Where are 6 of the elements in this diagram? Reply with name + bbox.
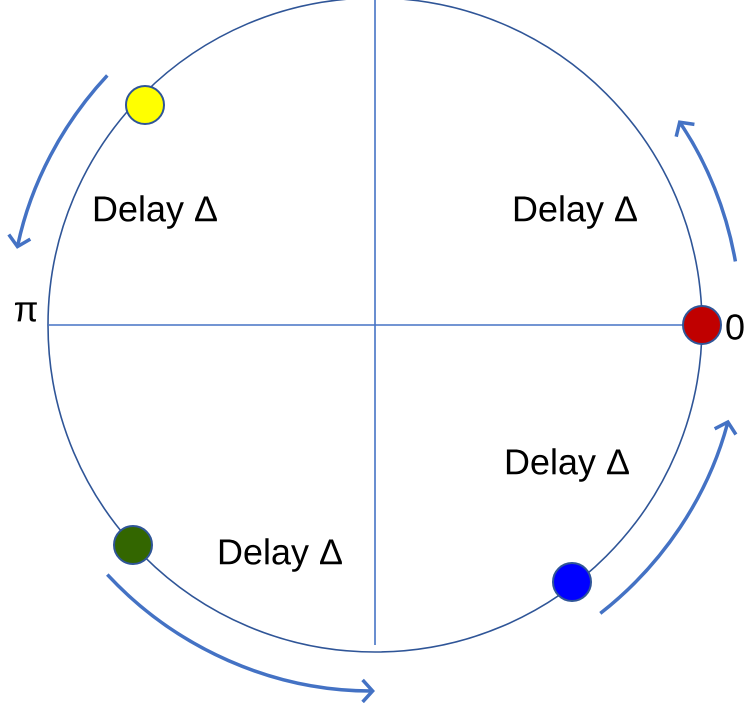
phase-dot <box>682 305 722 345</box>
phase-dot <box>125 85 165 125</box>
phase-label: π <box>14 302 37 322</box>
phase-dot <box>552 562 592 602</box>
phase-dot <box>113 525 153 565</box>
phase-label: Delay Δ <box>506 448 629 482</box>
